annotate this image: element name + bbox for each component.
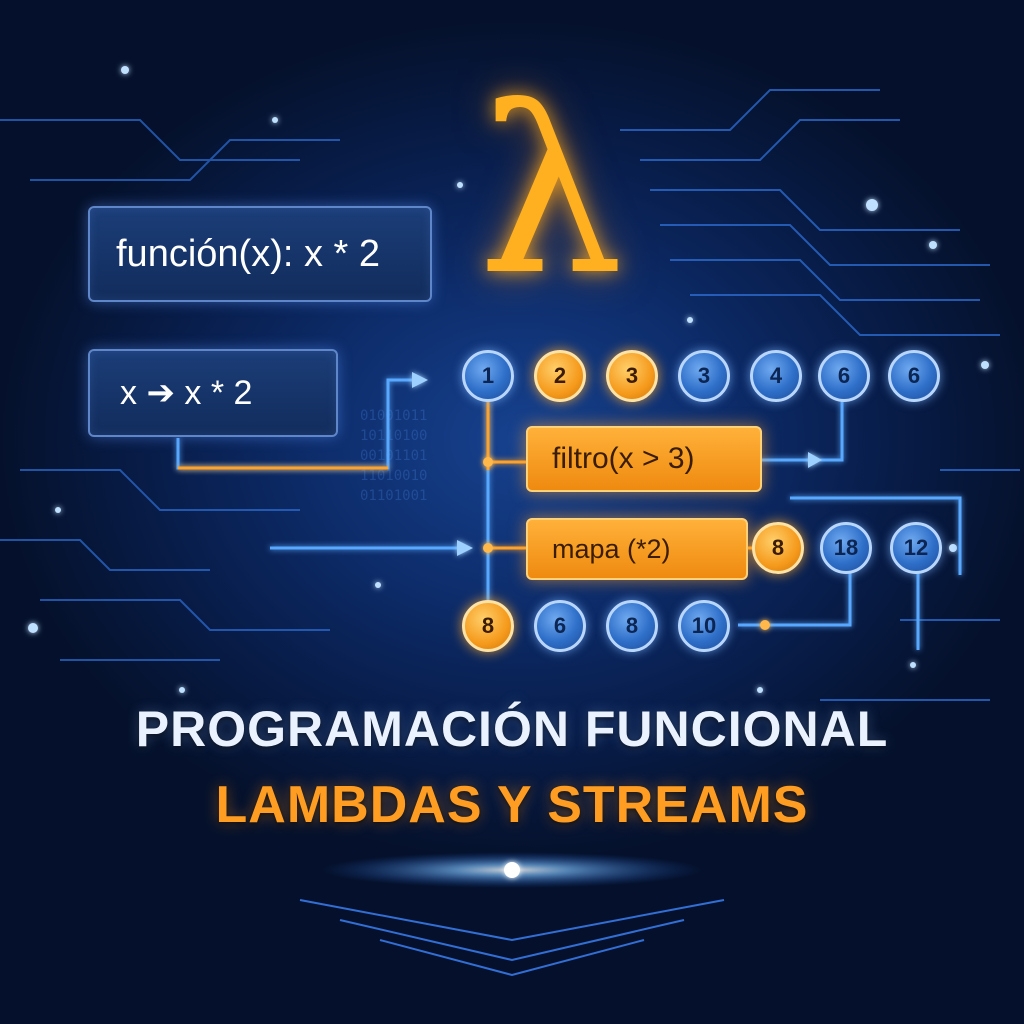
svg-text:10110100: 10110100	[360, 428, 427, 444]
code-box-funcion: función(x): x * 2	[88, 206, 432, 302]
lambda-icon: λ	[478, 59, 624, 326]
result-stream-node: 6	[534, 600, 586, 652]
circuit-traces-left	[0, 119, 340, 661]
input-stream-node: 6	[818, 350, 870, 402]
filter-operation: filtro(x > 3)	[526, 426, 762, 492]
code-box-arrow-lambda: x ➔ x * 2	[88, 349, 338, 437]
map-output-node: 18	[820, 522, 872, 574]
input-stream-node: 1	[462, 350, 514, 402]
input-stream-node: 3	[606, 350, 658, 402]
input-stream-node: 3	[678, 350, 730, 402]
result-stream-node: 8	[606, 600, 658, 652]
node-label: 10	[691, 613, 717, 638]
filter-label: filtro(x > 3)	[552, 442, 695, 475]
input-stream-node: 4	[750, 350, 802, 402]
bottom-flare-core	[504, 862, 520, 878]
arrow-heads	[412, 372, 822, 556]
node-label: 12	[903, 535, 929, 560]
map-label: mapa (*2)	[552, 533, 671, 564]
node-label: 6	[907, 363, 921, 388]
svg-text:11010010: 11010010	[360, 468, 427, 484]
glow-points	[28, 66, 989, 693]
svg-text:00101101: 00101101	[360, 448, 427, 464]
node-label: 2	[553, 363, 567, 388]
svg-text:01001011: 01001011	[360, 408, 427, 424]
node-label: 3	[625, 363, 639, 388]
result-stream-node: 8	[462, 600, 514, 652]
node-label: 8	[771, 535, 785, 560]
code-funcion-text: función(x): x * 2	[116, 232, 380, 275]
result-stream-node: 10	[678, 600, 730, 652]
node-label: 6	[837, 363, 851, 388]
map-operation: mapa (*2)	[526, 518, 748, 580]
node-label: 4	[769, 363, 783, 388]
node-label: 18	[833, 535, 859, 560]
binary-pattern: 01001011 10110100 00101101 11010010 0110…	[360, 408, 427, 504]
title-line-2: LAMBDAS Y STREAMS	[215, 776, 809, 834]
bottom-chevrons	[299, 899, 725, 977]
map-output-node: 12	[890, 522, 942, 574]
node-label: 6	[553, 613, 567, 638]
node-label: 1	[481, 363, 495, 388]
code-arrow-text: x ➔ x * 2	[120, 374, 253, 412]
node-label: 3	[697, 363, 711, 388]
node-label: 8	[481, 613, 495, 638]
map-output-node: 8	[752, 522, 804, 574]
input-stream-node: 2	[534, 350, 586, 402]
circuit-traces-right	[620, 89, 1020, 701]
input-stream-node: 6	[888, 350, 940, 402]
svg-text:01101001: 01101001	[360, 488, 427, 504]
junction-dots	[483, 457, 770, 630]
title-line-1: PROGRAMACIÓN FUNCIONAL	[135, 701, 889, 757]
node-label: 8	[625, 613, 639, 638]
